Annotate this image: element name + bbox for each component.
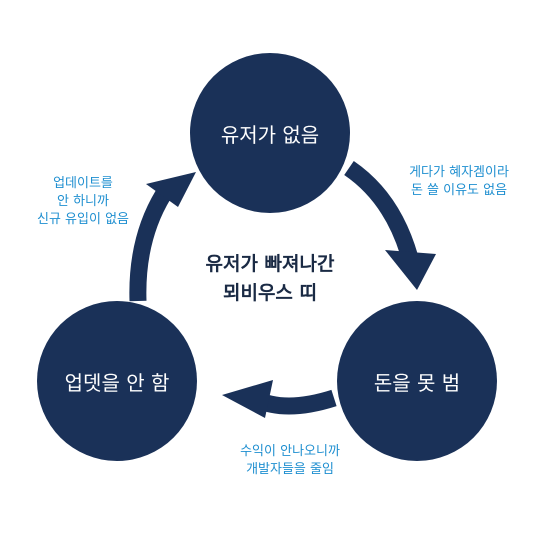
edge-label-right-to-left-line2: 개발자들을 줄임 <box>246 462 334 477</box>
arrowhead-right-to-left <box>222 380 273 418</box>
node-no-users: 유저가 없음 <box>190 53 350 213</box>
center-title: 유저가 빠져나간 뫼비우스 띠 <box>170 250 370 308</box>
edge-label-left-to-top-line2: 안 하니까 <box>57 194 109 209</box>
edge-label-right-to-left: 수익이 안나오니까 개발자들을 줄임 <box>215 443 365 479</box>
center-title-line2: 뫼비우스 띠 <box>222 282 317 304</box>
edge-label-right-to-left-line1: 수익이 안나오니까 <box>240 444 340 459</box>
edge-label-left-to-top-line3: 신규 유입이 없음 <box>37 212 129 227</box>
arrow-top-to-right <box>344 160 419 261</box>
edge-label-left-to-top-line1: 업데이트를 <box>53 176 113 191</box>
edge-label-top-to-right: 게다가 혜자겜이라 돈 쓸 이유도 없음 <box>384 164 534 200</box>
arrowhead-top-to-right <box>385 250 436 290</box>
node-no-revenue-label: 돈을 못 범 <box>373 370 461 395</box>
center-title-line1: 유저가 빠져나간 <box>205 253 335 275</box>
node-no-updates: 업뎃을 안 함 <box>37 301 197 461</box>
node-no-users-label: 유저가 없음 <box>220 122 320 147</box>
edge-label-top-to-right-line1: 게다가 혜자겜이라 <box>409 165 509 180</box>
arrow-left-to-top <box>129 190 171 302</box>
node-no-revenue: 돈을 못 범 <box>337 301 497 461</box>
edge-label-top-to-right-line2: 돈 쓸 이유도 없음 <box>410 183 508 198</box>
arrowhead-left-to-top <box>146 172 196 207</box>
edge-label-left-to-top: 업데이트를 안 하니까 신규 유입이 없음 <box>8 175 158 229</box>
node-no-updates-label: 업뎃을 안 함 <box>64 370 170 395</box>
